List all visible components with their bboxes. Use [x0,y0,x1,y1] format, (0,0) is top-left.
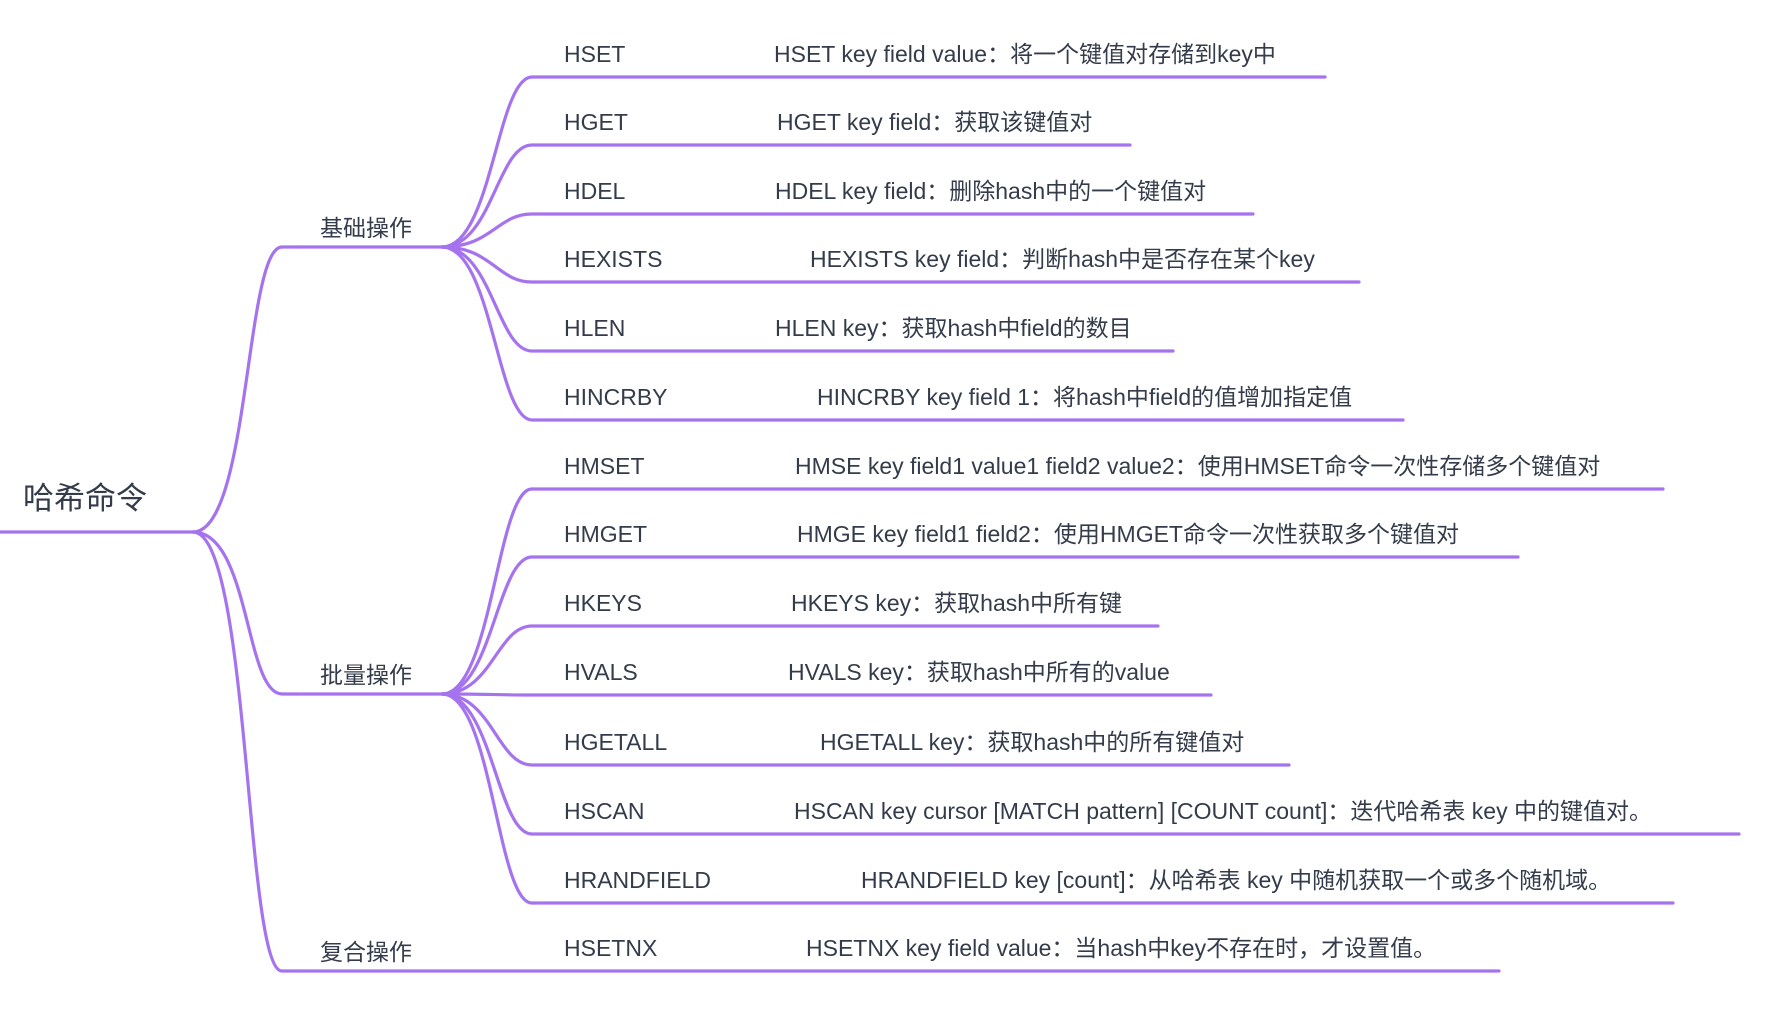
leaf-description[interactable]: HSCAN key cursor [MATCH pattern] [COUNT … [794,798,1652,824]
leaf-description[interactable]: HKEYS key：获取hash中所有键 [791,590,1123,616]
leaf-command[interactable]: HGETALL [564,729,668,755]
leaf-command[interactable]: HVALS [564,659,638,685]
root-to-branch-connector [191,245,299,534]
leaf-command[interactable]: HINCRBY [564,384,668,410]
leaf-connector [440,143,1132,249]
branch-node[interactable]: 基础操作 [320,215,412,241]
leaf-connector [440,555,1520,696]
leaf-command[interactable]: HRANDFIELD [564,867,711,893]
leaf-command[interactable]: HSCAN [564,798,645,824]
leaf-connector [440,487,1665,696]
leaf-description[interactable]: HSETNX key field value：当hash中key不存在时，才设置… [806,935,1437,961]
leaf-command[interactable]: HKEYS [564,590,642,616]
branch-node[interactable]: 批量操作 [320,662,412,688]
leaf-command[interactable]: HSET [564,41,626,67]
leaf-description[interactable]: HVALS key：获取hash中所有的value [788,659,1170,685]
leaf-description[interactable]: HGETALL key：获取hash中的所有键值对 [820,729,1245,755]
leaf-description[interactable]: HMSE key field1 value1 field2 value2：使用H… [795,453,1601,479]
leaf-connector [440,75,1327,249]
leaf-command[interactable]: HDEL [564,178,626,204]
leaf-description[interactable]: HRANDFIELD key [count]：从哈希表 key 中随机获取一个或… [861,867,1612,893]
leaf-command[interactable]: HSETNX [564,935,658,961]
leaf-command[interactable]: HEXISTS [564,246,663,272]
leaf-description[interactable]: HSET key field value：将一个键值对存储到key中 [774,41,1276,67]
leaf-description[interactable]: HDEL key field：删除hash中的一个键值对 [775,178,1207,204]
leaf-description[interactable]: HEXISTS key field：判断hash中是否存在某个key [810,246,1315,272]
leaf-command[interactable]: HMGET [564,521,648,547]
root-node[interactable]: 哈希命令 [23,481,147,516]
leaf-command[interactable]: HLEN [564,315,626,341]
leaf-connector [440,212,1255,249]
leaf-description[interactable]: HINCRBY key field 1：将hash中field的值增加指定值 [817,384,1353,410]
leaf-connector [440,692,1291,767]
leaf-connector [440,245,1361,284]
leaf-connector [440,692,1213,697]
root-to-branch-connector [191,530,299,696]
leaf-connector [440,624,1160,696]
leaf-description[interactable]: HMGE key field1 field2：使用HMGET命令一次性获取多个键… [797,521,1459,547]
leaf-description[interactable]: HGET key field：获取该键值对 [777,109,1093,135]
leaf-description[interactable]: HLEN key：获取hash中field的数目 [775,315,1132,341]
root-to-branch-connector [191,530,299,973]
leaf-connector [440,692,1675,905]
leaf-connector [440,692,1741,836]
branch-node[interactable]: 复合操作 [320,939,412,965]
leaf-connector [440,245,1175,353]
leaf-command[interactable]: HMSET [564,453,645,479]
leaf-connector [440,245,1405,422]
leaf-command[interactable]: HGET [564,109,628,135]
